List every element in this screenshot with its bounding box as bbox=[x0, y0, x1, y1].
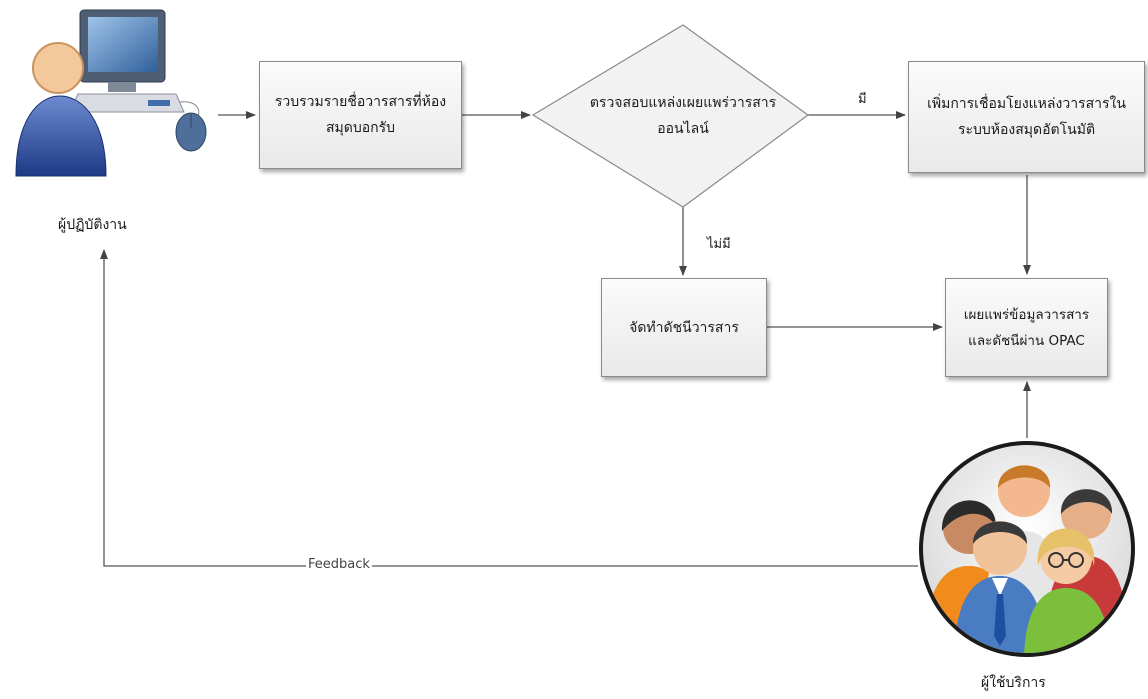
arrow-feedback bbox=[100, 249, 918, 567]
user-group-icon bbox=[919, 441, 1135, 657]
computer-user-icon bbox=[15, 9, 207, 177]
yes-label: มี bbox=[858, 92, 867, 107]
decision-diamond bbox=[531, 24, 810, 208]
operator-label: ผู้ปฏิบัติงาน bbox=[58, 217, 127, 233]
collect-journals-box: รวบรวมรายชื่อวารสารที่ห้องสมุดบอกรับ bbox=[259, 61, 462, 169]
feedback-label: Feedback bbox=[306, 557, 372, 572]
publish-opac-box: เผยแพร่ข้อมูลวารสารและดัชนีผ่าน OPAC bbox=[945, 278, 1108, 377]
check-sources-decision: ตรวจสอบแหล่งเผยแพร่วารสารออนไลน์ bbox=[589, 95, 777, 137]
no-label: ไม่มี bbox=[707, 237, 731, 252]
add-link-box: เพิ่มการเชื่อมโยงแหล่งวารสารในระบบห้องสม… bbox=[908, 61, 1145, 173]
users-label: ผู้ใช้บริการ bbox=[981, 675, 1046, 691]
index-journals-box: จัดทำดัชนีวารสาร bbox=[601, 278, 767, 377]
